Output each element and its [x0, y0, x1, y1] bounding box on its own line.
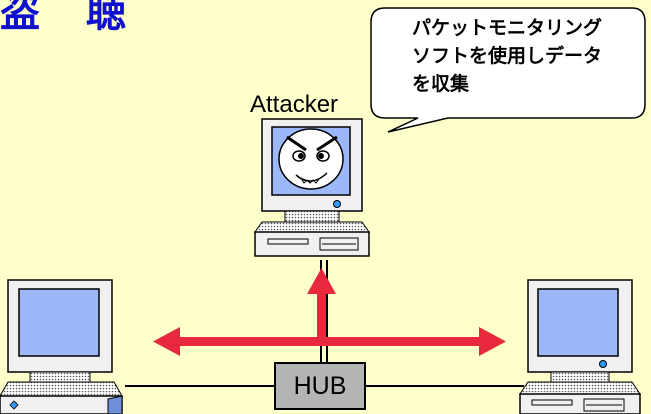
callout-line-2: ソフトを使用しデータ: [412, 45, 603, 67]
attacker-label: Attacker: [250, 91, 339, 118]
angry-face-icon: [278, 128, 344, 190]
hub-box: [274, 362, 366, 410]
right-computer: [519, 279, 641, 414]
attacker-computer: [254, 118, 370, 257]
slide-title: 盗 聴: [0, 0, 142, 36]
packet-arrows: [153, 268, 506, 356]
hub-label: HUB: [293, 372, 347, 400]
left-computer: [0, 279, 123, 414]
callout-text: パケットモニタリング ソフトを使用しデータ を収集: [412, 14, 617, 98]
callout-line-1: パケットモニタリング: [412, 17, 603, 39]
speech-bubble: [370, 7, 646, 133]
callout-line-3: を収集: [412, 73, 470, 95]
